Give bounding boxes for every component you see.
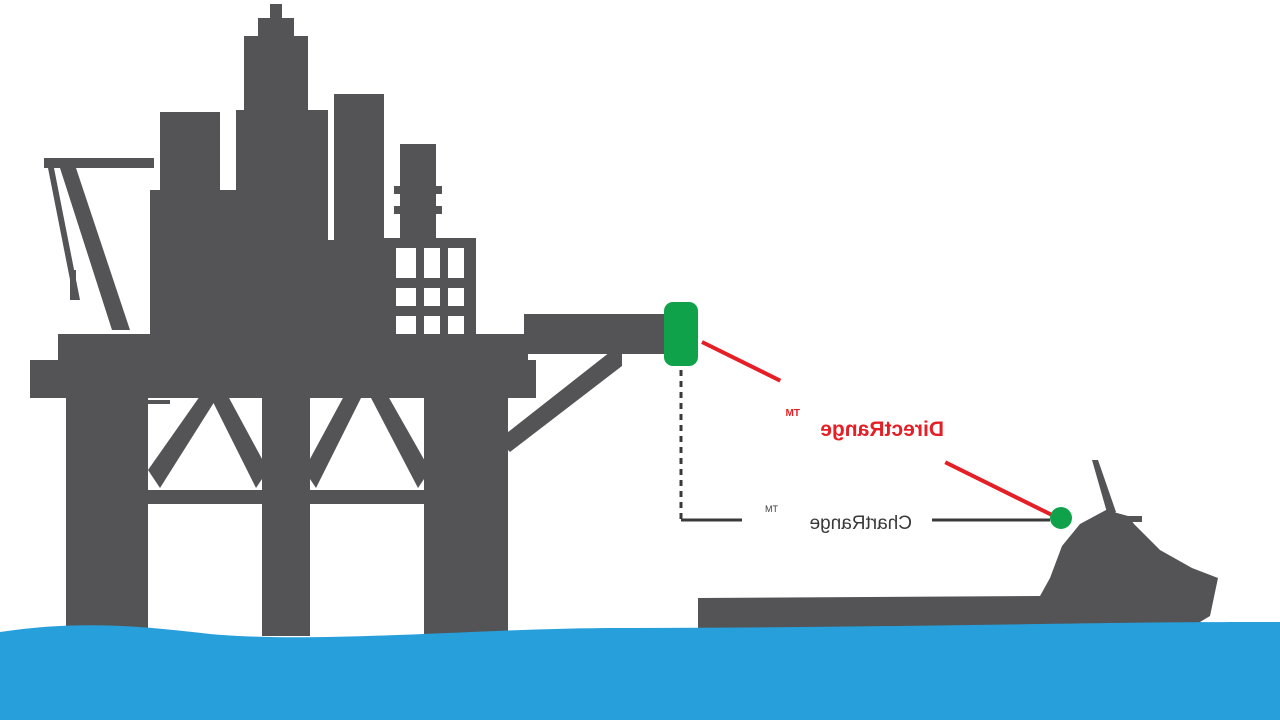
oil-platform-icon [30, 4, 666, 636]
transponder-dot-icon [1050, 507, 1072, 529]
chart-range-label: ChartRange [810, 513, 912, 534]
chart-range-tm: TM [765, 504, 778, 514]
direct-range-label: DirectRange [820, 418, 944, 441]
supply-vessel-icon [698, 460, 1218, 628]
reflector-marker-icon [664, 302, 698, 366]
direct-range-tm: TM [786, 408, 800, 419]
sea [0, 622, 1280, 720]
